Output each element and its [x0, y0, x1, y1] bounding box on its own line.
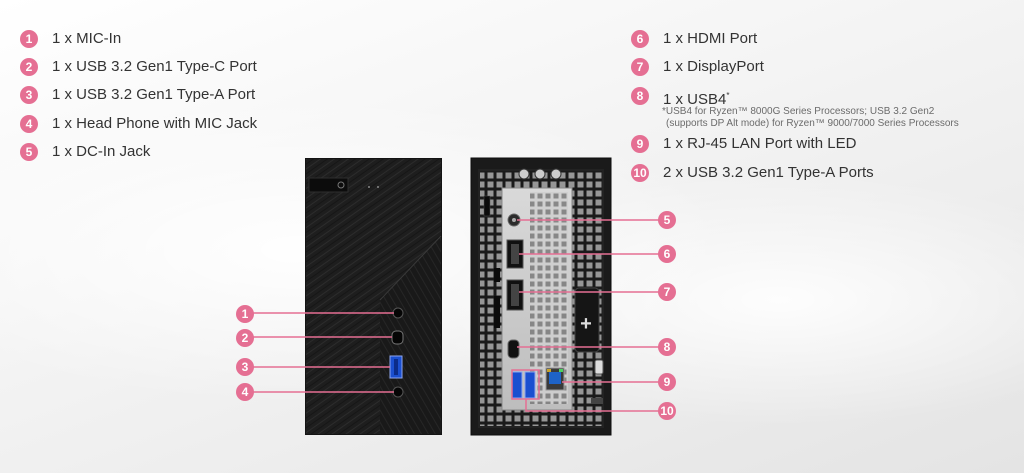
number-badge: 8 — [631, 87, 649, 105]
number-badge: 6 — [631, 30, 649, 48]
usb4-footnote: *USB4 for Ryzen™ 8000G Series Processors… — [662, 106, 959, 130]
callout-5: 5 — [658, 211, 676, 229]
usb-c-port-icon — [391, 330, 404, 345]
callout-2: 2 — [236, 329, 254, 347]
power-button — [308, 177, 349, 193]
callout-6: 6 — [658, 245, 676, 263]
spec-text: 1 x USB 3.2 Gen1 Type-C Port — [52, 58, 257, 75]
spec-text: 2 x USB 3.2 Gen1 Type-A Ports — [663, 164, 874, 181]
screw-icon — [534, 168, 546, 180]
number-badge: 3 — [20, 86, 38, 104]
spec-item-2: 2 1 x USB 3.2 Gen1 Type-C Port — [20, 57, 257, 77]
spec-text: 1 x USB4* — [663, 86, 730, 110]
number-badge: 1 — [20, 30, 38, 48]
headphone-jack-icon — [392, 386, 404, 398]
usb4-port-icon — [507, 339, 520, 359]
screw-icon — [550, 168, 562, 180]
spec-item-10: 10 2 x USB 3.2 Gen1 Type-A Ports — [631, 163, 874, 183]
bracket — [574, 287, 600, 353]
callout-7: 7 — [658, 283, 676, 301]
spec-item-6: 6 1 x HDMI Port — [631, 29, 757, 49]
rear-case: + — [470, 157, 612, 436]
spec-item-5: 5 1 x DC-In Jack — [20, 142, 150, 162]
spec-text: 1 x Head Phone with MIC Jack — [52, 115, 258, 132]
usb-a-port-icon — [511, 371, 523, 399]
spec-item-4: 4 1 x Head Phone with MIC Jack — [20, 114, 257, 134]
number-badge: 4 — [20, 115, 38, 133]
usb4-footnote-line2: (supports DP Alt mode) for Ryzen™ 9000/7… — [666, 118, 959, 129]
callout-4: 4 — [236, 383, 254, 401]
spec-item-1: 1 1 x MIC-In — [20, 29, 121, 49]
front-case — [305, 158, 442, 435]
spec-text: 1 x MIC-In — [52, 30, 122, 47]
number-badge: 2 — [20, 58, 38, 76]
spec-label: 1 x USB4 — [663, 91, 727, 108]
footnote-mark: * — [726, 91, 730, 100]
callout-9: 9 — [658, 373, 676, 391]
spec-item-3: 3 1 x USB 3.2 Gen1 Type-A Port — [20, 85, 255, 105]
spec-text: 1 x DC-In Jack — [52, 143, 151, 160]
usb4-footnote-line1: *USB4 for Ryzen™ 8000G Series Processors… — [662, 106, 935, 117]
spec-text: 1 x USB 3.2 Gen1 Type-A Port — [52, 86, 256, 103]
spec-item-8: 8 1 x USB4* — [631, 86, 730, 110]
plus-icon: + — [580, 313, 592, 335]
spec-item-7: 7 1 x DisplayPort — [631, 57, 764, 77]
callout-lines — [253, 219, 660, 412]
spec-item-9: 9 1 x RJ-45 LAN Port with LED — [631, 134, 856, 154]
mic-jack-icon — [392, 307, 404, 319]
number-badge: 9 — [631, 135, 649, 153]
led-icon — [377, 186, 379, 188]
usb-a-port-tongue — [394, 359, 398, 375]
number-badge: 7 — [631, 58, 649, 76]
usb-a-port-icon — [524, 371, 536, 399]
callout-1: 1 — [236, 305, 254, 323]
callout-10: 10 — [658, 402, 676, 420]
power-icon — [337, 181, 345, 189]
spec-text: 1 x RJ-45 LAN Port with LED — [663, 135, 857, 152]
spec-text: 1 x HDMI Port — [663, 30, 758, 47]
number-badge: 5 — [20, 143, 38, 161]
callout-8: 8 — [658, 338, 676, 356]
number-badge: 10 — [631, 164, 649, 182]
led-icon — [368, 186, 370, 188]
spec-text: 1 x DisplayPort — [663, 58, 764, 75]
screw-icon — [518, 168, 530, 180]
callout-3: 3 — [236, 358, 254, 376]
